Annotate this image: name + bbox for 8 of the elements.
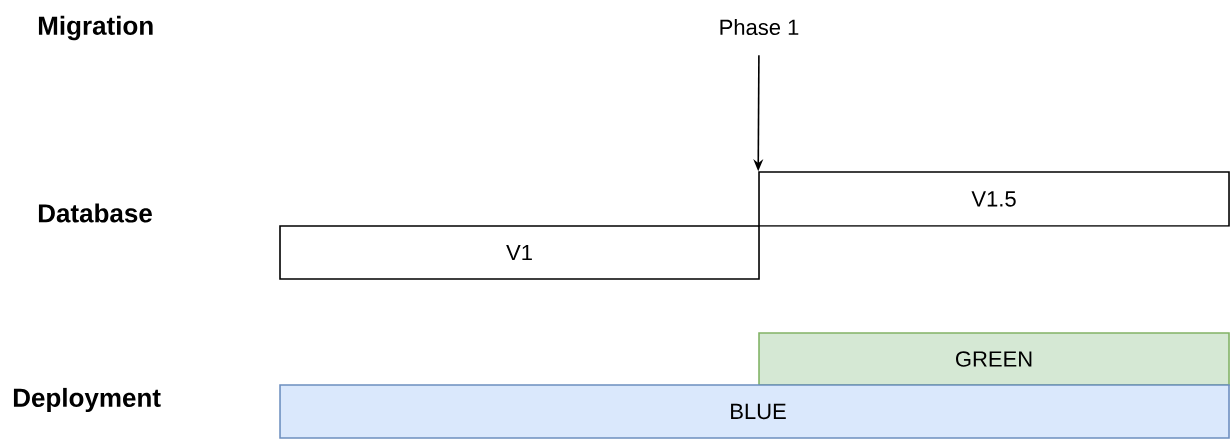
row-label: Migration bbox=[38, 15, 153, 41]
deployment-bar: GREEN bbox=[758, 332, 1230, 386]
row-label: Deployment bbox=[13, 387, 161, 413]
deployment-bar: BLUE bbox=[279, 384, 1230, 439]
row-label: Database bbox=[38, 203, 152, 223]
version-box: V1 bbox=[279, 225, 760, 280]
version-box: V1.5 bbox=[758, 171, 1230, 227]
phase-label: Phase 1 bbox=[720, 18, 799, 36]
